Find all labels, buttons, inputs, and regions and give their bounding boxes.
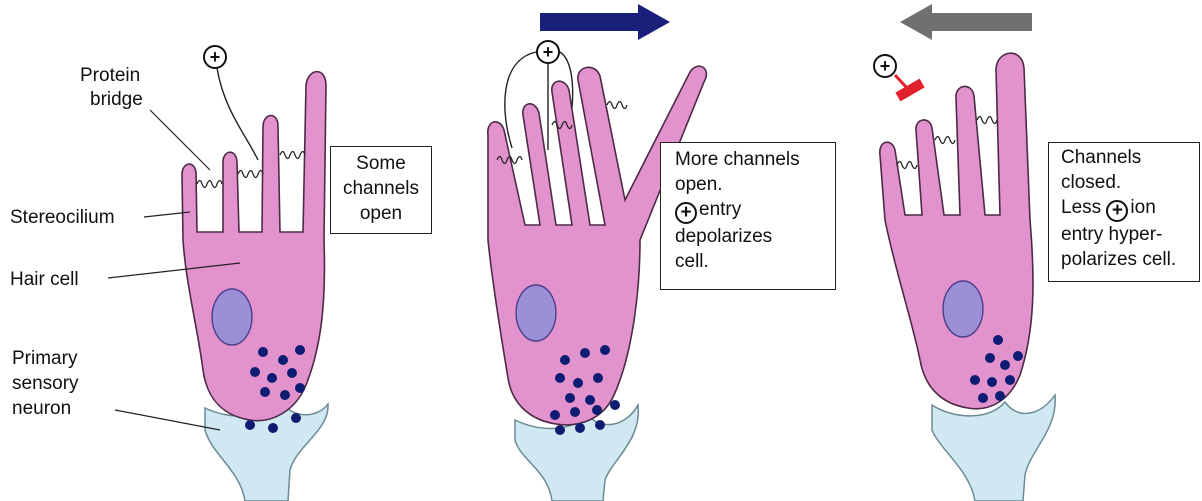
- caption-3-line-5: polarizes cell.: [1061, 247, 1199, 272]
- caption-3-ion: ion: [1130, 197, 1155, 218]
- caption-2-line-2: open.: [675, 172, 835, 197]
- plus-ion-icon: +: [675, 202, 697, 224]
- sensory-neuron-3: [932, 395, 1055, 501]
- tip-link-springs-3: [897, 117, 997, 169]
- caption-3-line-2: closed.: [1061, 170, 1199, 195]
- blocked-path-3: [895, 75, 907, 88]
- nucleus-3: [943, 281, 983, 337]
- label-sensory: sensory: [12, 372, 79, 395]
- label-protein: Protein: [80, 64, 140, 87]
- stimulus-arrow-right: [540, 4, 670, 40]
- label-primary: Primary: [12, 347, 77, 370]
- caption-2-line-5: cell.: [675, 249, 835, 274]
- plus-sign-2: +: [543, 42, 554, 62]
- caption-box-1: Some channels open: [330, 146, 432, 234]
- caption-box-2: More channels open. +entry depolarizes c…: [660, 142, 836, 290]
- caption-3-less: Less: [1061, 197, 1101, 218]
- panel-3-hyperpolarized: +: [874, 4, 1055, 501]
- label-neuron: neuron: [12, 397, 71, 420]
- tip-link-springs-1: [197, 152, 305, 188]
- plus-sign-1: +: [210, 47, 221, 67]
- plus-sign-3: +: [880, 56, 891, 76]
- caption-2-line-4: depolarizes: [675, 224, 835, 249]
- panel-1-resting: +: [108, 46, 328, 501]
- caption-3-line-3: Less +ion: [1061, 195, 1199, 222]
- plus-ion-icon: +: [1106, 200, 1128, 222]
- label-stereocilium: Stereocilium: [10, 206, 115, 229]
- caption-box-3: Channels closed. Less +ion entry hyper- …: [1048, 142, 1200, 282]
- caption-2-line-3: +entry: [675, 197, 835, 224]
- stimulus-arrow-left: [900, 4, 1032, 40]
- caption-2-line-1: More channels: [675, 147, 835, 172]
- nucleus-1: [212, 289, 252, 345]
- caption-1-line-3: open: [331, 201, 431, 226]
- caption-1-line-2: channels: [331, 176, 431, 201]
- nucleus-2: [516, 285, 556, 341]
- label-bridge: bridge: [90, 88, 143, 111]
- caption-2-entry: entry: [699, 199, 741, 220]
- label-hair-cell: Hair cell: [10, 268, 79, 291]
- hair-cell-3: [880, 53, 1033, 409]
- caption-1-line-1: Some: [331, 151, 431, 176]
- ion-path-1: [217, 68, 258, 160]
- caption-3-line-1: Channels: [1061, 145, 1199, 170]
- caption-3-line-4: entry hyper-: [1061, 222, 1199, 247]
